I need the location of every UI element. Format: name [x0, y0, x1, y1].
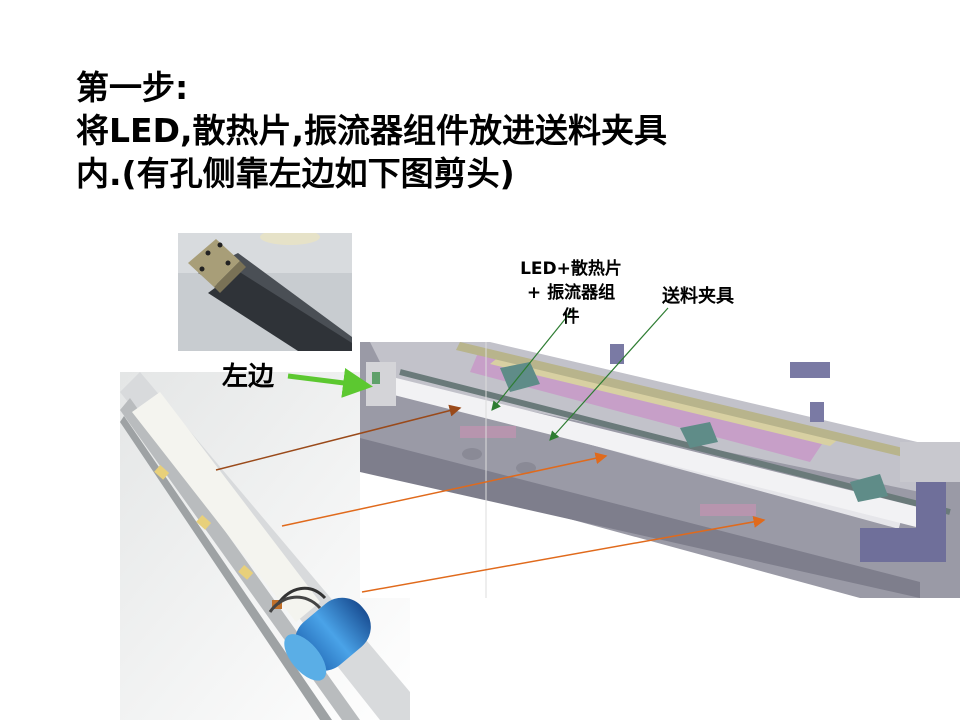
title-line-1: 第一步: [76, 68, 189, 107]
fixture-label: 送料夹具 [662, 286, 734, 307]
left-side-label: 左边 [222, 362, 275, 392]
slide-title: 第一步: 将LED,散热片,振流器组件放进送料夹具 内.(有孔侧靠左边如下图剪头… [76, 66, 896, 195]
led-assembly-label-line-3: 件 [562, 307, 580, 327]
led-assembly-label-line-2: + 振流器组 [526, 283, 616, 303]
led-assembly-label: LED+散热片 + 振流器组 件 [496, 257, 646, 329]
feeding-fixture-image [360, 342, 960, 598]
led-assembly-label-line-1: LED+散热片 [520, 259, 622, 279]
title-line-3: 内.(有孔侧靠左边如下图剪头) [76, 154, 515, 193]
end-cap-closeup-image [178, 233, 352, 351]
title-line-2: 将LED,散热片,振流器组件放进送料夹具 [76, 111, 668, 150]
